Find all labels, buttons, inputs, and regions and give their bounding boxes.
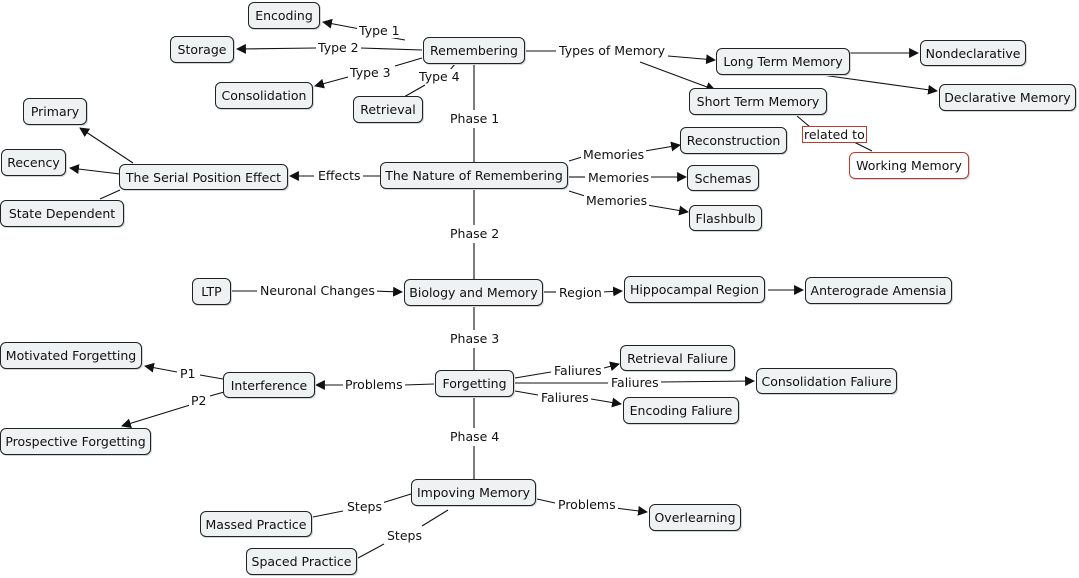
link-label-region: Region <box>557 285 604 300</box>
node-impoving-memory[interactable]: Impoving Memory <box>411 479 536 506</box>
arrow-type1-encoding <box>322 18 361 30</box>
link-label-problems-overlearning: Problems <box>556 497 618 512</box>
node-reconstruction[interactable]: Reconstruction <box>680 127 787 154</box>
line-nature-memories1 <box>568 156 583 162</box>
arrow-serial-primary <box>79 127 134 164</box>
link-label-faliures-retrieval: Faliures <box>552 363 604 378</box>
line-forgetting-problems <box>403 383 435 386</box>
node-interference[interactable]: Interference <box>223 372 315 398</box>
line-remembering-type2 <box>359 47 423 51</box>
node-storage[interactable]: Storage <box>170 36 234 63</box>
line-improving-steps2 <box>421 509 449 527</box>
line-improving-steps1 <box>381 493 412 504</box>
node-state-dependent[interactable]: State Dependent <box>0 200 124 227</box>
node-serial-position-effect[interactable]: The Serial Position Effect <box>119 164 288 190</box>
node-primary[interactable]: Primary <box>23 98 87 125</box>
node-overlearning[interactable]: Overlearning <box>649 504 741 531</box>
arrow-memories-flashbulb <box>646 204 689 216</box>
arrow-faliures-consolidation <box>659 376 755 387</box>
node-nature-of-remembering[interactable]: The Nature of Remembering <box>380 162 568 189</box>
line-steps-massed <box>312 510 344 518</box>
node-biology-and-memory[interactable]: Biology and Memory <box>404 279 543 306</box>
link-label-steps-spaced: Steps <box>385 528 424 543</box>
arrow-problems-overlearning <box>614 505 648 516</box>
line-forgetting-faliures1 <box>514 371 552 379</box>
link-label-phase4: Phase 4 <box>448 429 502 444</box>
link-label-related-to: related to <box>802 126 867 143</box>
line-improving-problems <box>536 498 556 504</box>
node-consolidation[interactable]: Consolidation <box>215 82 313 109</box>
arrow-ltm-declarative <box>821 74 938 95</box>
node-recency[interactable]: Recency <box>1 149 66 176</box>
node-working-memory[interactable]: Working Memory <box>849 152 969 179</box>
arrow-p1-motivated <box>144 362 178 373</box>
link-label-type4: Type 4 <box>417 69 462 84</box>
line-interference-p2 <box>209 391 225 397</box>
node-consolidation-faliure[interactable]: Consolidation Faliure <box>756 368 897 394</box>
line-forgetting-faliures3 <box>514 390 539 396</box>
node-encoding[interactable]: Encoding <box>248 2 320 29</box>
link-label-type3: Type 3 <box>348 65 393 80</box>
link-label-memories-flashbulb: Memories <box>584 193 650 208</box>
link-label-p1: P1 <box>178 366 198 381</box>
link-label-type2: Type 2 <box>316 40 361 55</box>
line-serial-statedependent <box>99 189 121 200</box>
arrow-type3-consolidation <box>314 76 349 89</box>
node-massed-practice[interactable]: Massed Practice <box>200 511 312 537</box>
node-spaced-practice[interactable]: Spaced Practice <box>246 548 357 575</box>
link-label-memories-reconstruction: Memories <box>581 147 647 162</box>
link-label-problems-interference: Problems <box>343 377 405 392</box>
node-remembering[interactable]: Remembering <box>423 37 525 64</box>
link-label-type1: Type 1 <box>357 23 402 38</box>
node-anterograde-amensia[interactable]: Anterograde Amensia <box>805 277 952 304</box>
link-label-memories-schemas: Memories <box>586 170 652 185</box>
node-retrieval-faliure[interactable]: Retrieval Faliure <box>620 345 735 371</box>
link-label-faliures-encoding: Faliures <box>539 390 591 405</box>
node-forgetting[interactable]: Forgetting <box>435 370 514 397</box>
link-label-steps-massed: Steps <box>345 499 384 514</box>
node-declarative-memory[interactable]: Declarative Memory <box>939 84 1076 111</box>
line-nature-memories3 <box>568 190 586 197</box>
node-hippocampal-region[interactable]: Hippocampal Region <box>624 276 765 303</box>
line-steps-spaced <box>357 543 385 559</box>
link-label-phase1: Phase 1 <box>448 111 502 126</box>
arrow-memories-reconstruction <box>644 141 681 152</box>
link-label-phase3: Phase 3 <box>448 331 502 346</box>
link-label-phase2: Phase 2 <box>448 226 502 241</box>
arrow-types-ltm <box>667 54 716 65</box>
line-interference-p1 <box>199 374 224 380</box>
node-flashbulb[interactable]: Flashbulb <box>689 205 762 231</box>
node-prospective-forgetting[interactable]: Prospective Forgetting <box>0 428 151 455</box>
link-label-effects: Effects <box>316 168 363 183</box>
node-short-term-memory[interactable]: Short Term Memory <box>689 88 827 115</box>
node-nondeclarative[interactable]: Nondeclarative <box>920 40 1026 66</box>
arrow-region-hippocampal <box>601 286 623 297</box>
line-type4-retrieval <box>403 84 426 98</box>
node-retrieval[interactable]: Retrieval <box>353 96 423 123</box>
arrow-faliures-encoding <box>590 397 622 408</box>
arrow-types-stm <box>639 61 716 92</box>
line-stm-related <box>796 115 811 128</box>
link-label-neuronal-changes: Neuronal Changes <box>258 283 377 298</box>
arrow-p2-prospective <box>121 404 191 429</box>
arrow-neuronal-biology <box>372 286 403 297</box>
link-label-p2: P2 <box>189 393 209 408</box>
link-label-faliures-consolidation: Faliures <box>609 375 661 390</box>
arrow-serial-recency <box>69 164 121 175</box>
node-encoding-faliure[interactable]: Encoding Faliure <box>623 397 739 424</box>
node-motivated-forgetting[interactable]: Motivated Forgetting <box>0 342 142 369</box>
node-ltp[interactable]: LTP <box>192 278 231 305</box>
arrow-type2-storage <box>236 43 317 54</box>
line-remembering-type3 <box>394 57 423 67</box>
arrow-faliures-retrieval <box>603 361 620 372</box>
link-label-types-of-memory: Types of Memory <box>557 43 668 58</box>
node-schemas[interactable]: Schemas <box>687 165 759 191</box>
node-long-term-memory[interactable]: Long Term Memory <box>716 48 850 75</box>
